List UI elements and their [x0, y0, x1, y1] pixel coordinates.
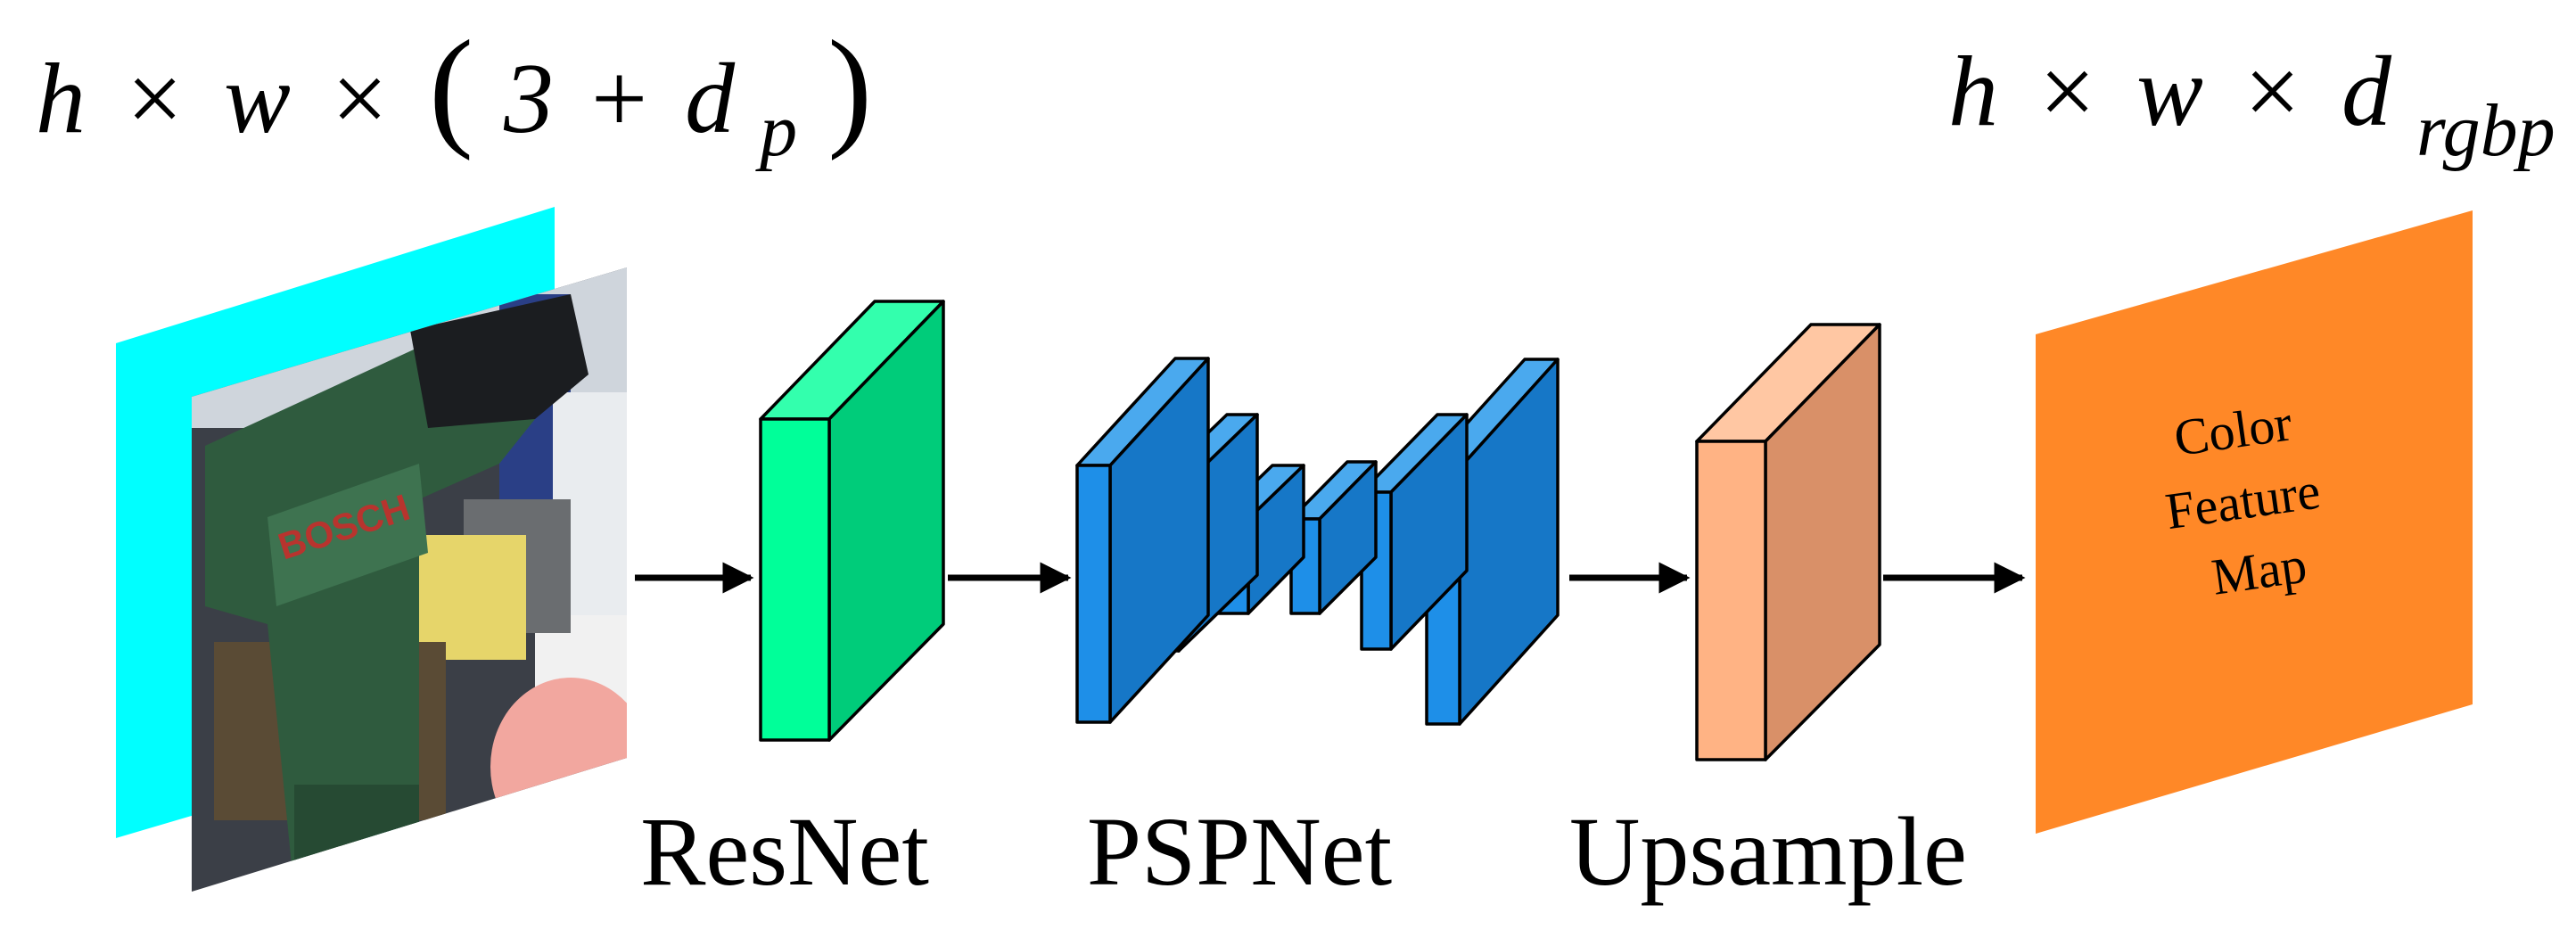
upsample-block-front	[1695, 440, 1767, 761]
input-dim-d-sub: p	[755, 89, 797, 172]
input-dims-formula: h × w × ( 3 + d p )	[36, 13, 872, 177]
upsample-block	[1695, 323, 1881, 761]
output-dim-d-sub: rgbp	[2416, 89, 2555, 172]
input-dim-d: d	[685, 44, 736, 154]
input-dim-h: h	[36, 44, 86, 154]
input-dim-w: w	[224, 44, 291, 154]
pspnet-layer-d2	[1289, 460, 1378, 615]
output-dim-d: d	[2341, 37, 2392, 147]
input-stack: BOSCH	[116, 207, 627, 892]
output-map-label-line3: Map	[2208, 536, 2309, 606]
resnet-block	[759, 300, 945, 742]
output-dim-w: w	[2136, 37, 2203, 147]
pspnet-label: PSPNet	[1087, 797, 1392, 906]
upsample-label: Upsample	[1569, 797, 1967, 906]
output-feature-map: Color Feature Map	[2036, 210, 2473, 834]
output-dim-times-2: ×	[2244, 37, 2300, 147]
input-dim-paren-open: (	[429, 13, 473, 161]
input-dim-paren-close: )	[827, 13, 872, 161]
output-dim-times-1: ×	[2039, 37, 2095, 147]
pspnet-layer-e1	[1075, 357, 1210, 724]
input-dim-three: 3	[503, 44, 554, 154]
input-dim-times-1: ×	[127, 44, 183, 154]
resnet-block-front	[759, 417, 831, 742]
resnet-label: ResNet	[640, 797, 929, 906]
pspnet-block	[1075, 357, 1560, 726]
output-dim-h: h	[1948, 37, 1998, 147]
output-map-plane	[2036, 210, 2473, 834]
output-dims-formula: h × w × d rgbp	[1948, 37, 2555, 172]
input-dim-plus: +	[591, 44, 647, 154]
input-dim-times-2: ×	[332, 44, 388, 154]
